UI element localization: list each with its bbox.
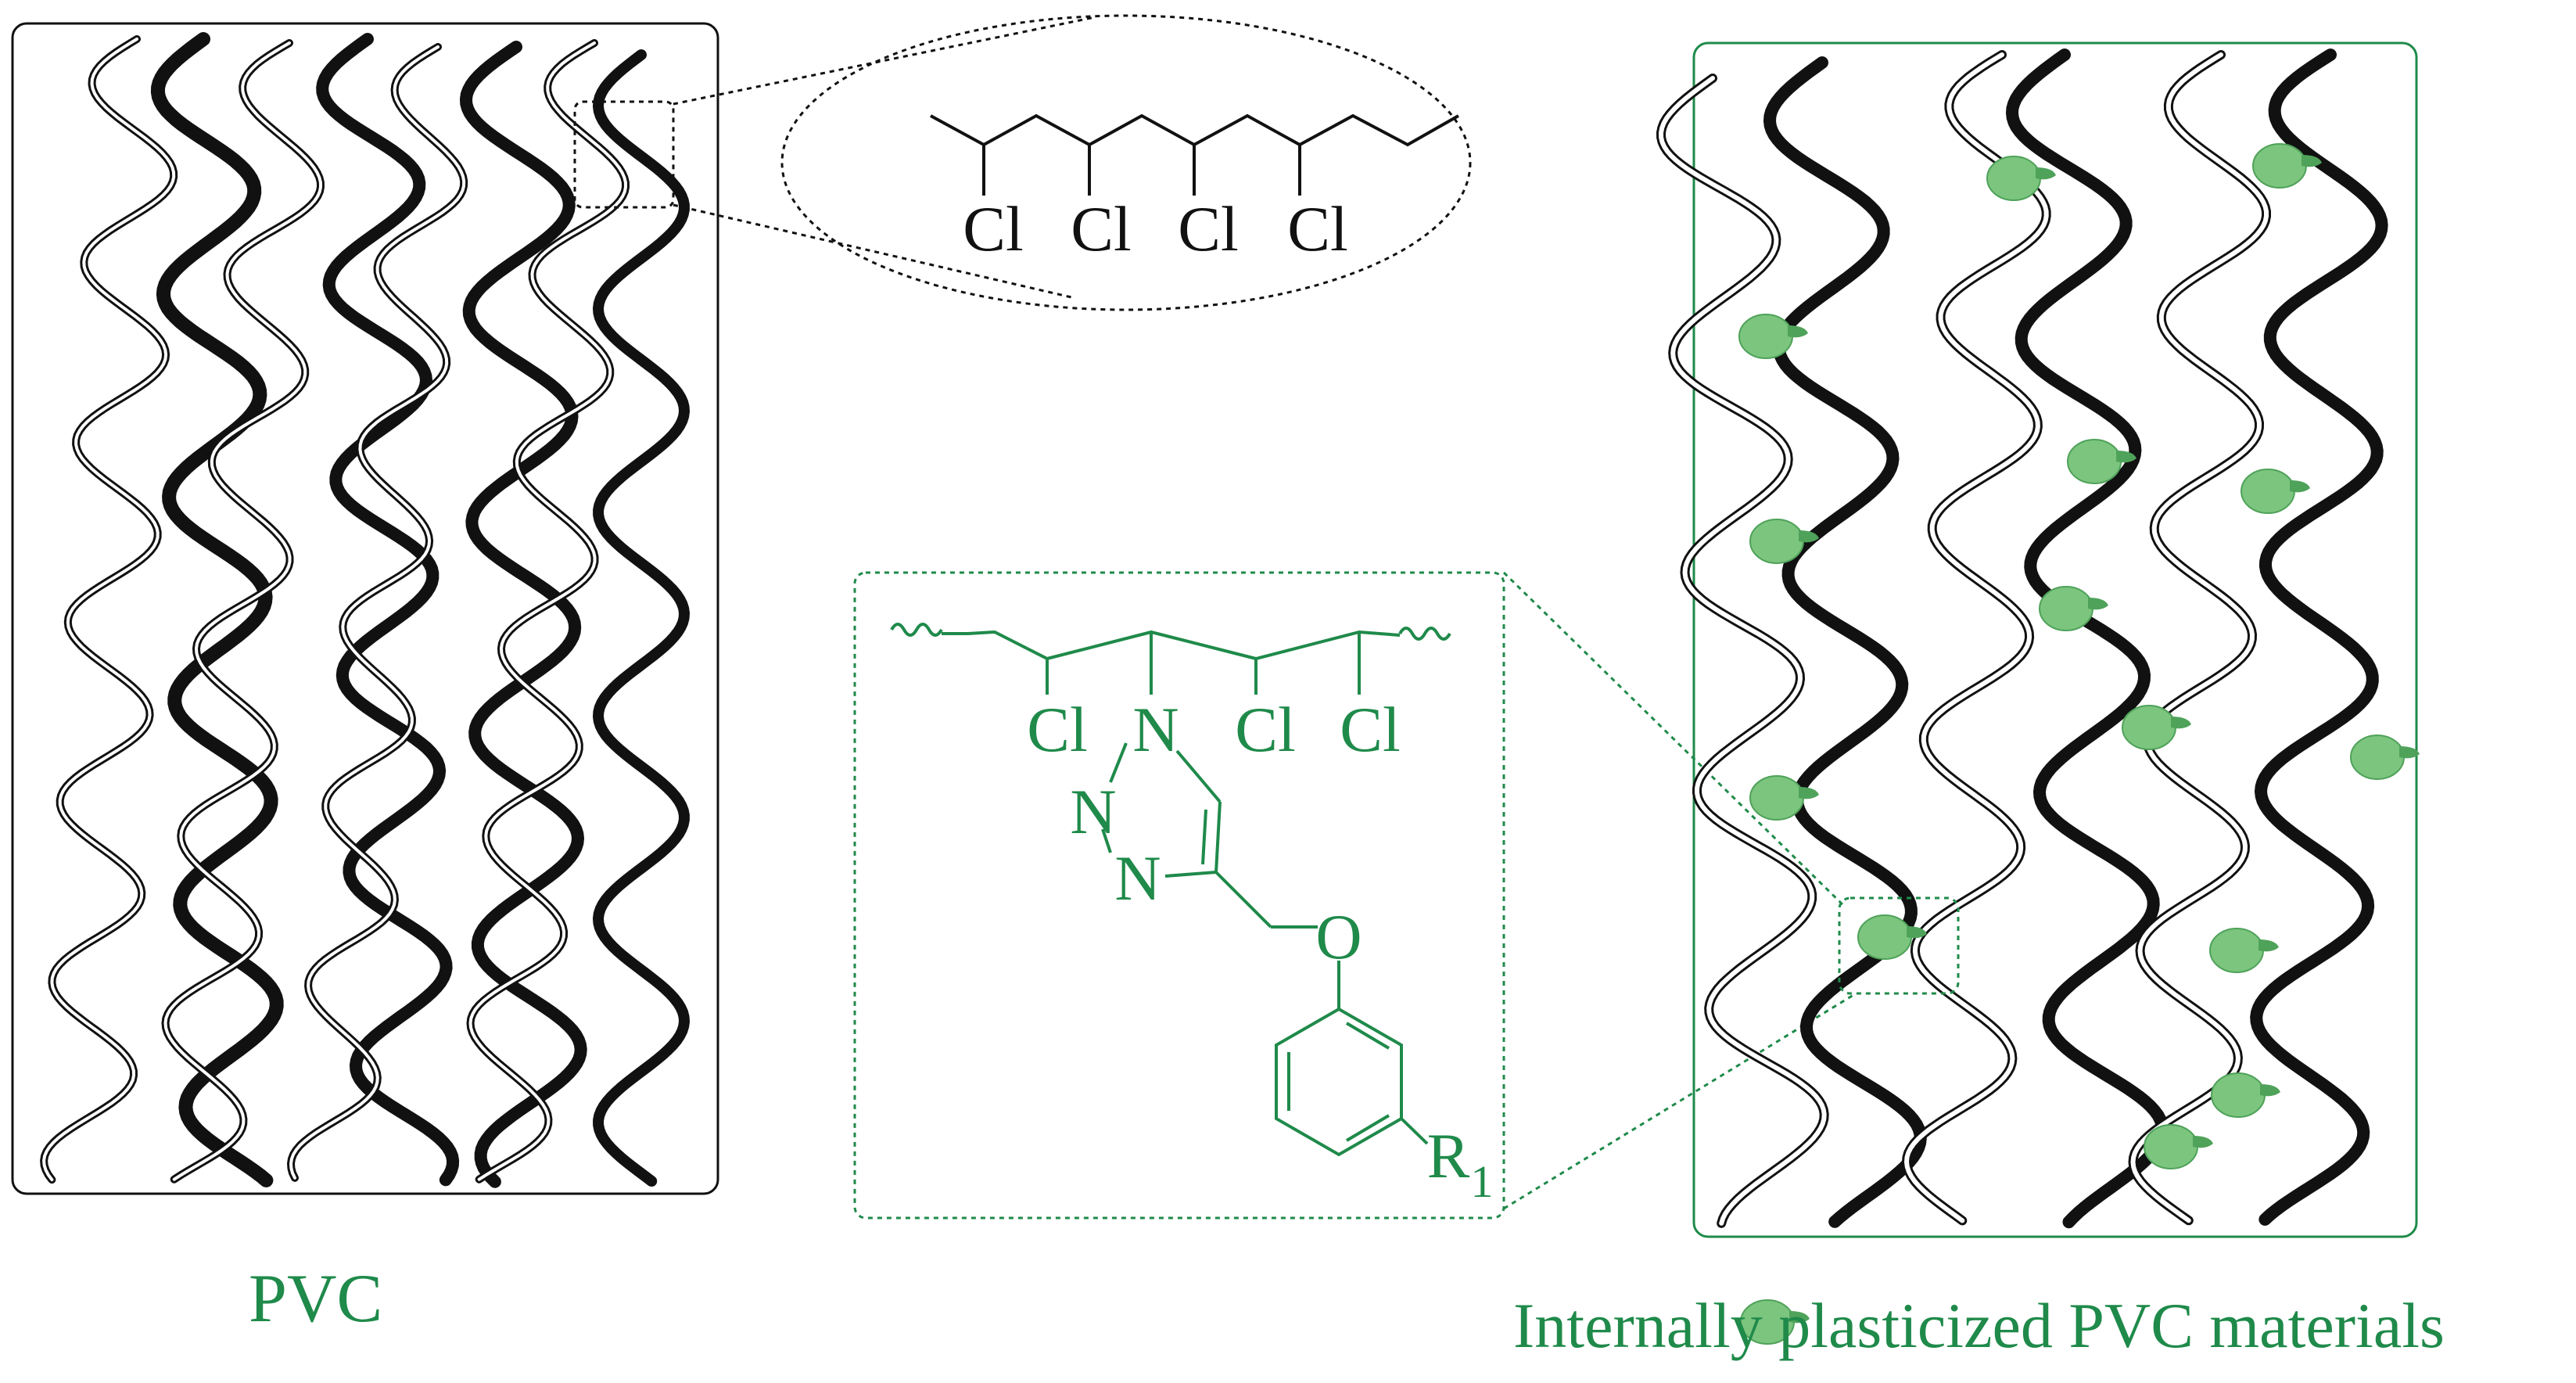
polymer-ribbon-inner [468, 41, 628, 1181]
chlorine-label: Cl [1178, 193, 1238, 264]
grafted-group-blob [2209, 928, 2279, 973]
grafted-group-blob [2067, 439, 2137, 484]
polymer-ribbon [592, 49, 691, 1187]
linker-bond [1214, 871, 1272, 929]
r-group-label: R [1427, 1120, 1470, 1191]
chlorine-label: Cl [1287, 193, 1347, 264]
zoom-source-box [573, 100, 675, 209]
grafted-group-blob [2241, 469, 2310, 514]
grafted-group-blob [1738, 314, 1808, 359]
callout-line-top [1502, 571, 1847, 909]
triazole-bond [1214, 801, 1222, 873]
polymer-ribbon-inner [1903, 52, 2049, 1223]
plasticized-panel-frame [1692, 41, 2418, 1238]
polymer-ribbon-inner [42, 38, 176, 1182]
benzene-inner-bond [1345, 1022, 1390, 1050]
polymer-ribbon-outline [40, 35, 178, 1184]
wavy-end-left [890, 623, 943, 637]
grafted-group-blob [2252, 143, 2322, 189]
plasticized-panel [1656, 41, 2420, 1345]
grafted-group-blob [2144, 1124, 2213, 1169]
oxygen-label: O [1315, 901, 1362, 972]
pvc-chains [40, 32, 691, 1188]
grafted-groups [1738, 143, 2420, 1345]
r1-bond [1400, 1117, 1429, 1145]
nitrogen-label: N [1070, 776, 1116, 847]
chlorine-label: Cl [1235, 694, 1295, 765]
grafted-group-blob [1857, 914, 1927, 960]
zoom-ellipse [780, 14, 1472, 311]
polymer-ribbon-outline [1901, 50, 2051, 1226]
pvc-panel-frame [11, 22, 719, 1195]
chlorine-label: Cl [963, 193, 1023, 264]
benzene-inner-bond [1345, 1114, 1390, 1142]
nitrogen-label: N [1132, 694, 1179, 765]
highlight-box [1838, 896, 1960, 995]
pvc-caption: PVC [249, 1261, 383, 1337]
grafted-group-blob [2350, 735, 2420, 780]
polymer-ribbon [459, 41, 587, 1188]
zoom-line-top [673, 16, 1096, 106]
structure-callout: Cl N Cl Cl N N O R 1 [853, 571, 1854, 1220]
triazole-double-bond [1201, 809, 1207, 865]
plasticized-chains [1656, 48, 2388, 1229]
polymer-ribbon [316, 33, 460, 1187]
grafted-group-blob [2122, 705, 2191, 750]
grafted-group-blob [1986, 156, 2056, 201]
polymer-ribbon [2005, 48, 2169, 1229]
grafted-group-blob [1740, 1299, 1810, 1345]
polymer-ribbon [1763, 56, 1927, 1228]
polymer-ribbon-outline [1656, 74, 1829, 1228]
polymer-ribbon-outline [2128, 50, 2271, 1226]
plasticized-caption: Internally plasticized PVC materials [1513, 1290, 2445, 1361]
grafted-group-blob [2039, 586, 2108, 631]
chlorine-label: Cl [1027, 694, 1087, 765]
triazole-bond [1109, 742, 1128, 783]
polymer-ribbon-inner [163, 41, 323, 1181]
pvc-backbone [930, 113, 1459, 147]
polymer-ribbon-inner [2130, 52, 2269, 1223]
polymer-ribbon-inner [289, 45, 466, 1180]
chlorine-label: Cl [1340, 694, 1400, 765]
r-group-subscript: 1 [1471, 1156, 1494, 1207]
grafted-group-blob [2211, 1072, 2280, 1118]
triazole-bond [1164, 871, 1217, 878]
zoom-line-bottom [673, 203, 1072, 299]
polymer-ribbon [2250, 48, 2388, 1226]
structure-box [853, 571, 1505, 1220]
polymer-ribbon-inner [1658, 76, 1827, 1226]
wavy-end-right [1398, 627, 1451, 641]
benzene-ring [1275, 1007, 1403, 1157]
grafted-backbone [942, 630, 1401, 661]
pvc-panel [11, 22, 719, 1195]
zoom-callout: Cl Cl Cl Cl [573, 14, 1472, 311]
triazole-bond [1101, 828, 1112, 853]
polymer-ribbon [150, 32, 284, 1187]
callout-line-bottom [1503, 993, 1854, 1210]
grafted-group-blob [1749, 775, 1819, 821]
grafted-group-blob [1749, 519, 1819, 564]
nitrogen-label: N [1114, 842, 1161, 914]
chlorine-label: Cl [1071, 193, 1131, 264]
triazole-bond [1175, 749, 1222, 803]
